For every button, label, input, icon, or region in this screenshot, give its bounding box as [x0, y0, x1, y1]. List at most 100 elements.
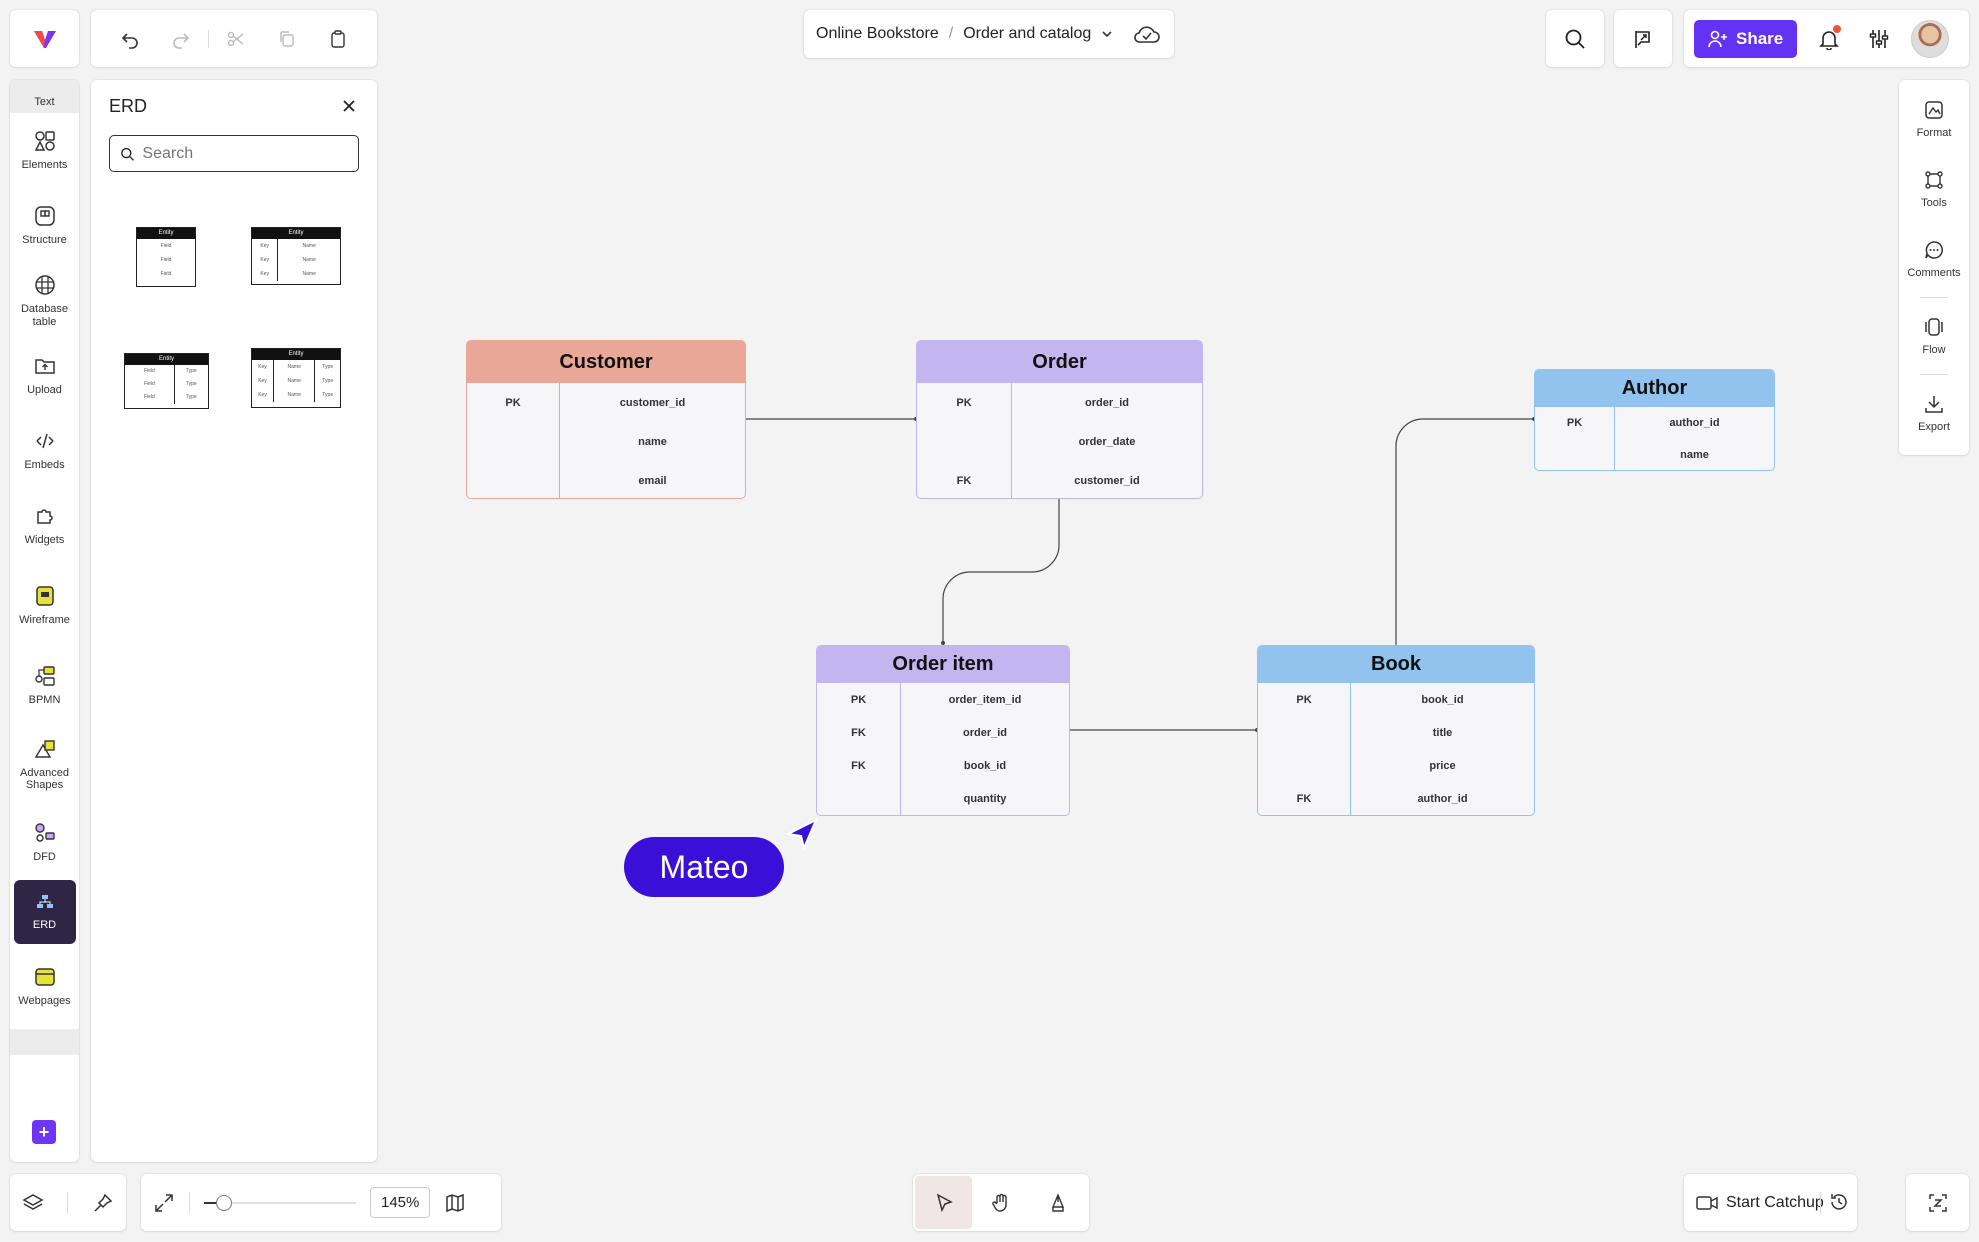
- history-button[interactable]: [1828, 1191, 1850, 1213]
- entity-field: book_id: [963, 759, 1007, 772]
- entity-field: price: [1429, 759, 1456, 772]
- entity-key: [917, 422, 1011, 461]
- sidebar-item-flow[interactable]: Flow: [1899, 301, 1969, 371]
- entity-book[interactable]: Book PK FK book_id title price author_id: [1257, 645, 1535, 816]
- share-button[interactable]: Share: [1694, 19, 1798, 58]
- zoom-slider-handle[interactable]: [216, 1194, 232, 1211]
- sidebar-item-elements[interactable]: Elements: [10, 113, 79, 188]
- zoom-level[interactable]: 145%: [370, 1187, 431, 1218]
- map-button[interactable]: [444, 1192, 466, 1214]
- notifications-button[interactable]: [1811, 21, 1847, 57]
- zoom-slider-track: [204, 1201, 356, 1204]
- sidebar-item-bpmn[interactable]: BPMN: [10, 648, 79, 723]
- sidebar-item-widgets[interactable]: Widgets: [10, 488, 79, 563]
- thumbnail-header: Entity: [252, 228, 340, 239]
- entity-order[interactable]: Order PK FK order_id order_date customer…: [916, 340, 1203, 499]
- breadcrumb-project[interactable]: Online Bookstore: [816, 25, 939, 42]
- cut-button[interactable]: [211, 19, 262, 59]
- thumbnail-row: Type: [322, 364, 334, 370]
- presentation-icon: [1635, 30, 1650, 48]
- breadcrumb-separator: /: [948, 25, 954, 42]
- sidebar-item-label: BPMN: [28, 694, 61, 707]
- sidebar-item-text[interactable]: Text: [10, 80, 79, 113]
- sidebar-item-advanced-shapes[interactable]: Advanced Shapes: [10, 723, 79, 805]
- pin-button[interactable]: [92, 1192, 114, 1214]
- sidebar-item-format[interactable]: Format: [1899, 84, 1969, 154]
- sidebar-item-upload[interactable]: Upload: [10, 338, 79, 413]
- start-catchup-button[interactable]: Start Catchup: [1696, 1174, 1824, 1231]
- sidebar-item-database-table[interactable]: Database table: [10, 263, 79, 338]
- settings-button[interactable]: [1861, 21, 1897, 57]
- close-button[interactable]: [337, 94, 361, 118]
- breadcrumb-document[interactable]: Order and catalog: [963, 25, 1092, 42]
- sidebar-item-export[interactable]: Export: [1899, 378, 1969, 448]
- puzzle-icon: [36, 509, 53, 525]
- close-icon: [343, 100, 355, 112]
- entity-title: Author: [1535, 370, 1774, 407]
- fit-to-screen-button[interactable]: [1906, 1174, 1969, 1231]
- erd-template-single-column[interactable]: Entity Field Field Field: [136, 227, 196, 287]
- cloud-sync-icon[interactable]: [1132, 23, 1162, 45]
- thumbnail-row: Name: [287, 378, 301, 384]
- sidebar-item-label: Upload: [27, 384, 62, 397]
- erd-template-field-type[interactable]: Entity Field Field Field Type Type Type: [124, 353, 209, 409]
- sidebar-item-dfd[interactable]: DFD: [10, 805, 79, 880]
- sidebar-item-erd[interactable]: ERD: [13, 880, 76, 944]
- app-logo[interactable]: [10, 10, 79, 67]
- select-tool[interactable]: [915, 1176, 972, 1229]
- pen-tool[interactable]: [1029, 1176, 1086, 1229]
- sidebar-item-label: ERD: [32, 918, 57, 931]
- add-more-button[interactable]: +: [32, 1120, 56, 1144]
- entity-customer[interactable]: Customer PK customer_id name email: [466, 340, 746, 499]
- search-button[interactable]: [1546, 10, 1604, 67]
- entity-field: title: [1432, 726, 1453, 739]
- map-icon: [446, 1193, 465, 1212]
- undo-icon: [122, 32, 139, 49]
- redo-button[interactable]: [156, 19, 207, 59]
- toolbar-divider: [208, 29, 210, 48]
- sidebar-item-embeds[interactable]: Embeds: [10, 413, 79, 488]
- sidebar-item-wireframe[interactable]: Wireframe: [10, 563, 79, 648]
- fullscreen-button[interactable]: [153, 1192, 175, 1214]
- copy-button[interactable]: [262, 19, 313, 59]
- present-button[interactable]: [1614, 10, 1672, 67]
- entity-key: [467, 461, 559, 498]
- history-icon: [1831, 1194, 1847, 1210]
- bell-icon: [1819, 30, 1840, 50]
- sidebar-item-comments[interactable]: Comments: [1899, 224, 1969, 294]
- sidebar-item-label: Format: [1916, 127, 1952, 139]
- erd-template-key-name-type[interactable]: Entity Key Key Key Name Name Name Type T…: [251, 348, 341, 408]
- erd-template-key-name[interactable]: Entity Key Key Key Name Name Name: [251, 227, 341, 285]
- sidebar-item-structure[interactable]: Structure: [10, 188, 79, 263]
- search-field[interactable]: [109, 135, 359, 172]
- avatar[interactable]: [1911, 19, 1950, 58]
- catchup-label: Start Catchup: [1726, 1193, 1824, 1211]
- sidebar-item-tools[interactable]: Tools: [1899, 154, 1969, 224]
- entity-field: order_id: [962, 726, 1007, 739]
- entity-key: FK: [851, 726, 866, 739]
- toolbar-divider: [1820, 1192, 1821, 1214]
- undo-button[interactable]: [105, 19, 156, 59]
- paste-button[interactable]: [312, 19, 363, 59]
- thumbnail-row: Key: [260, 257, 269, 263]
- entity-author[interactable]: Author PK author_id name: [1534, 369, 1775, 471]
- thumbnail-row: Type: [185, 381, 197, 387]
- sidebar-item-label: Text: [34, 95, 55, 108]
- chevron-down-icon[interactable]: [1101, 28, 1113, 40]
- entity-order-item[interactable]: Order item PK FK FK order_item_id order_…: [816, 645, 1070, 816]
- sidebar-item-webpages[interactable]: Webpages: [10, 944, 79, 1029]
- bottom-left-toolbar: [10, 1174, 126, 1231]
- search-input[interactable]: [142, 144, 348, 163]
- connector-order-orderitem[interactable]: [942, 499, 1060, 645]
- sidebar-item-label: DFD: [33, 851, 56, 864]
- sidebar-divider: [1920, 297, 1948, 298]
- hand-tool[interactable]: [972, 1176, 1029, 1229]
- connector-book-author[interactable]: [1395, 418, 1534, 645]
- entity-title: Order item: [817, 646, 1069, 683]
- zoom-slider[interactable]: [204, 1193, 356, 1213]
- wireframe-icon: [35, 586, 54, 607]
- comment-icon: [1925, 241, 1943, 259]
- layers-button[interactable]: [22, 1192, 44, 1214]
- pen-icon: [1051, 1192, 1064, 1212]
- copy-icon: [280, 30, 294, 47]
